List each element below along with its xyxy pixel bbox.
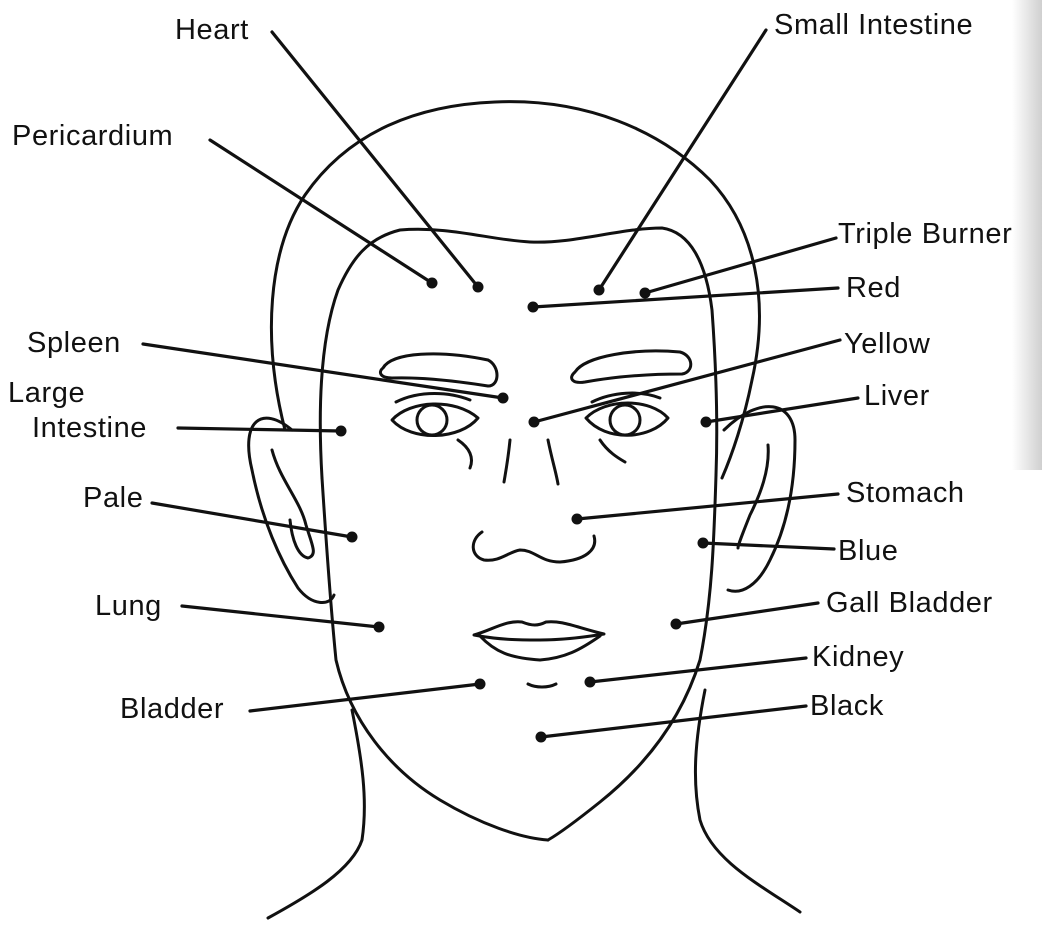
leader-blue xyxy=(703,543,834,549)
left-iris xyxy=(417,405,447,435)
face-right xyxy=(548,475,716,840)
nose-base xyxy=(473,532,594,562)
point-blue xyxy=(698,538,709,549)
leader-large-intestine xyxy=(178,428,341,431)
point-spleen xyxy=(498,393,509,404)
point-stomach xyxy=(572,514,583,525)
point-liver xyxy=(701,417,712,428)
leader-lung xyxy=(182,606,379,627)
leader-bladder xyxy=(250,684,480,711)
label-heart: Heart xyxy=(175,14,249,46)
right-ear-inner xyxy=(738,445,768,548)
label-gall-bladder: Gall Bladder xyxy=(826,587,993,619)
left-eye-fold xyxy=(458,440,472,468)
point-large-intestine xyxy=(336,426,347,437)
point-pericardium xyxy=(427,278,438,289)
right-eyebrow xyxy=(572,351,691,382)
point-triple-burner xyxy=(640,288,651,299)
point-small-intestine xyxy=(594,285,605,296)
point-bladder xyxy=(475,679,486,690)
head-outline xyxy=(271,102,759,478)
left-ear-inner xyxy=(272,450,313,558)
leader-stomach xyxy=(577,494,838,519)
face-left xyxy=(322,478,548,840)
leader-pericardium xyxy=(210,140,432,283)
label-lung: Lung xyxy=(95,590,162,622)
point-yellow xyxy=(529,417,540,428)
label-pale: Pale xyxy=(83,482,143,514)
leader-black xyxy=(541,706,806,737)
label-bladder: Bladder xyxy=(120,693,224,725)
label-stomach: Stomach xyxy=(846,477,965,509)
label-black: Black xyxy=(810,690,884,722)
label-liver: Liver xyxy=(864,380,930,412)
point-pale xyxy=(347,532,358,543)
point-red xyxy=(528,302,539,313)
leader-gall-bladder xyxy=(676,603,818,624)
leader-liver xyxy=(706,398,858,422)
point-gall-bladder xyxy=(671,619,682,630)
labels: Heart Small Intestine Pericardium Triple… xyxy=(8,9,1012,725)
leader-heart xyxy=(272,32,478,287)
neck-right xyxy=(695,690,800,912)
label-triple-burner: Triple Burner xyxy=(838,218,1012,250)
point-kidney xyxy=(585,677,596,688)
label-small-intestine: Small Intestine xyxy=(774,9,973,41)
left-eye xyxy=(392,404,478,436)
upper-lip xyxy=(474,622,604,640)
label-pericardium: Pericardium xyxy=(12,120,173,152)
label-yellow: Yellow xyxy=(844,328,931,360)
leader-triple-burner xyxy=(645,238,836,293)
nose-bridge-right xyxy=(548,440,558,484)
neck-left xyxy=(268,710,364,918)
leader-pale xyxy=(152,503,352,537)
chin-mark xyxy=(528,684,556,687)
label-kidney: Kidney xyxy=(812,641,904,673)
page-edge-shadow xyxy=(1012,0,1042,470)
point-lung xyxy=(374,622,385,633)
right-iris xyxy=(610,405,640,435)
label-large-intestine-line1: Large xyxy=(8,377,85,409)
right-eye-fold xyxy=(600,440,625,462)
hairline xyxy=(320,228,717,478)
right-eye xyxy=(586,403,668,435)
label-large-intestine-line2: Intestine xyxy=(32,412,147,444)
label-blue: Blue xyxy=(838,535,898,567)
label-spleen: Spleen xyxy=(27,327,121,359)
label-red: Red xyxy=(846,272,901,304)
point-black xyxy=(536,732,547,743)
leader-small-intestine xyxy=(599,30,766,290)
point-heart xyxy=(473,282,484,293)
nose-bridge-left xyxy=(504,440,510,482)
leader-red xyxy=(533,288,838,307)
left-eye-crease xyxy=(396,394,470,403)
